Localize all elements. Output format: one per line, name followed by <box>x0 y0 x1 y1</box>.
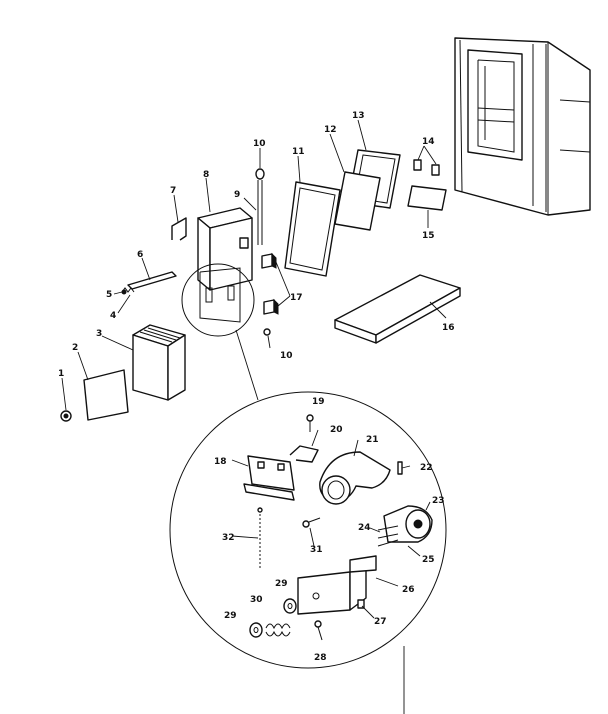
part-22-pin <box>397 461 403 475</box>
part-27-clip <box>357 599 365 609</box>
part-11-gasket <box>284 181 341 277</box>
callout-15: 15 <box>422 231 435 241</box>
part-26-bracket <box>297 555 377 615</box>
part-24-bolts <box>377 525 399 547</box>
callout-10b: 10 <box>280 351 293 361</box>
part-9-rod <box>255 168 265 245</box>
part-7-bracket <box>171 217 187 241</box>
part-16-tray <box>334 274 461 344</box>
part-23-motor <box>383 505 433 543</box>
part-3-box <box>132 324 186 401</box>
callout-5: 5 <box>106 290 112 300</box>
callout-19: 19 <box>312 397 325 407</box>
callout-3: 3 <box>96 329 102 339</box>
part-32-chain <box>257 507 263 570</box>
callout-20: 20 <box>330 425 343 435</box>
callout-31: 31 <box>310 545 323 555</box>
callout-10: 10 <box>253 139 266 149</box>
part-20-clip <box>289 445 319 463</box>
callout-13: 13 <box>352 111 365 121</box>
cabinet-outline <box>454 37 591 216</box>
callout-14: 14 <box>422 137 435 147</box>
detail-circle-small <box>181 263 255 337</box>
callout-9: 9 <box>234 190 240 200</box>
part-6-rod <box>127 271 177 290</box>
callout-18: 18 <box>214 457 227 467</box>
callout-29a: 29 <box>224 611 237 621</box>
part-17-clips <box>261 252 279 315</box>
part-29-washer-b <box>283 598 297 614</box>
callout-22: 22 <box>420 463 433 473</box>
part-19-screw <box>306 414 314 432</box>
callout-11: 11 <box>292 147 305 157</box>
detail-leader <box>235 329 259 401</box>
callout-6: 6 <box>137 250 143 260</box>
callout-16: 16 <box>442 323 455 333</box>
callout-21: 21 <box>366 435 379 445</box>
part-14-clips <box>413 159 440 176</box>
callout-12: 12 <box>324 125 337 135</box>
leader-lines <box>61 119 447 619</box>
callout-24: 24 <box>358 523 371 533</box>
callout-4: 4 <box>110 311 116 321</box>
part-29-washer-a <box>249 622 263 638</box>
part-18-plate <box>243 455 295 501</box>
part-12-panel <box>334 171 381 231</box>
part-5-spring <box>121 287 135 295</box>
callout-27: 27 <box>374 617 387 627</box>
part-10-screw <box>263 328 271 336</box>
part-1-nut <box>60 410 72 422</box>
part-8-housing <box>197 207 253 291</box>
part-28-screw <box>314 620 323 641</box>
part-15-plate <box>407 185 447 211</box>
part-31-screw <box>302 517 321 528</box>
callout-30: 30 <box>250 595 263 605</box>
part-30-spring <box>265 623 291 637</box>
callout-8: 8 <box>203 170 209 180</box>
callout-25: 25 <box>422 555 435 565</box>
detail-circle-large <box>169 391 447 669</box>
callout-29b: 29 <box>275 579 288 589</box>
callout-1: 1 <box>58 369 64 379</box>
callout-17: 17 <box>290 293 303 303</box>
callout-28: 28 <box>314 653 327 663</box>
callout-23: 23 <box>432 496 445 506</box>
callout-2: 2 <box>72 343 78 353</box>
callout-7: 7 <box>170 186 176 196</box>
callout-32: 32 <box>222 533 235 543</box>
part-2-cover <box>83 369 129 421</box>
part-21-housing <box>319 451 391 505</box>
callout-26: 26 <box>402 585 415 595</box>
